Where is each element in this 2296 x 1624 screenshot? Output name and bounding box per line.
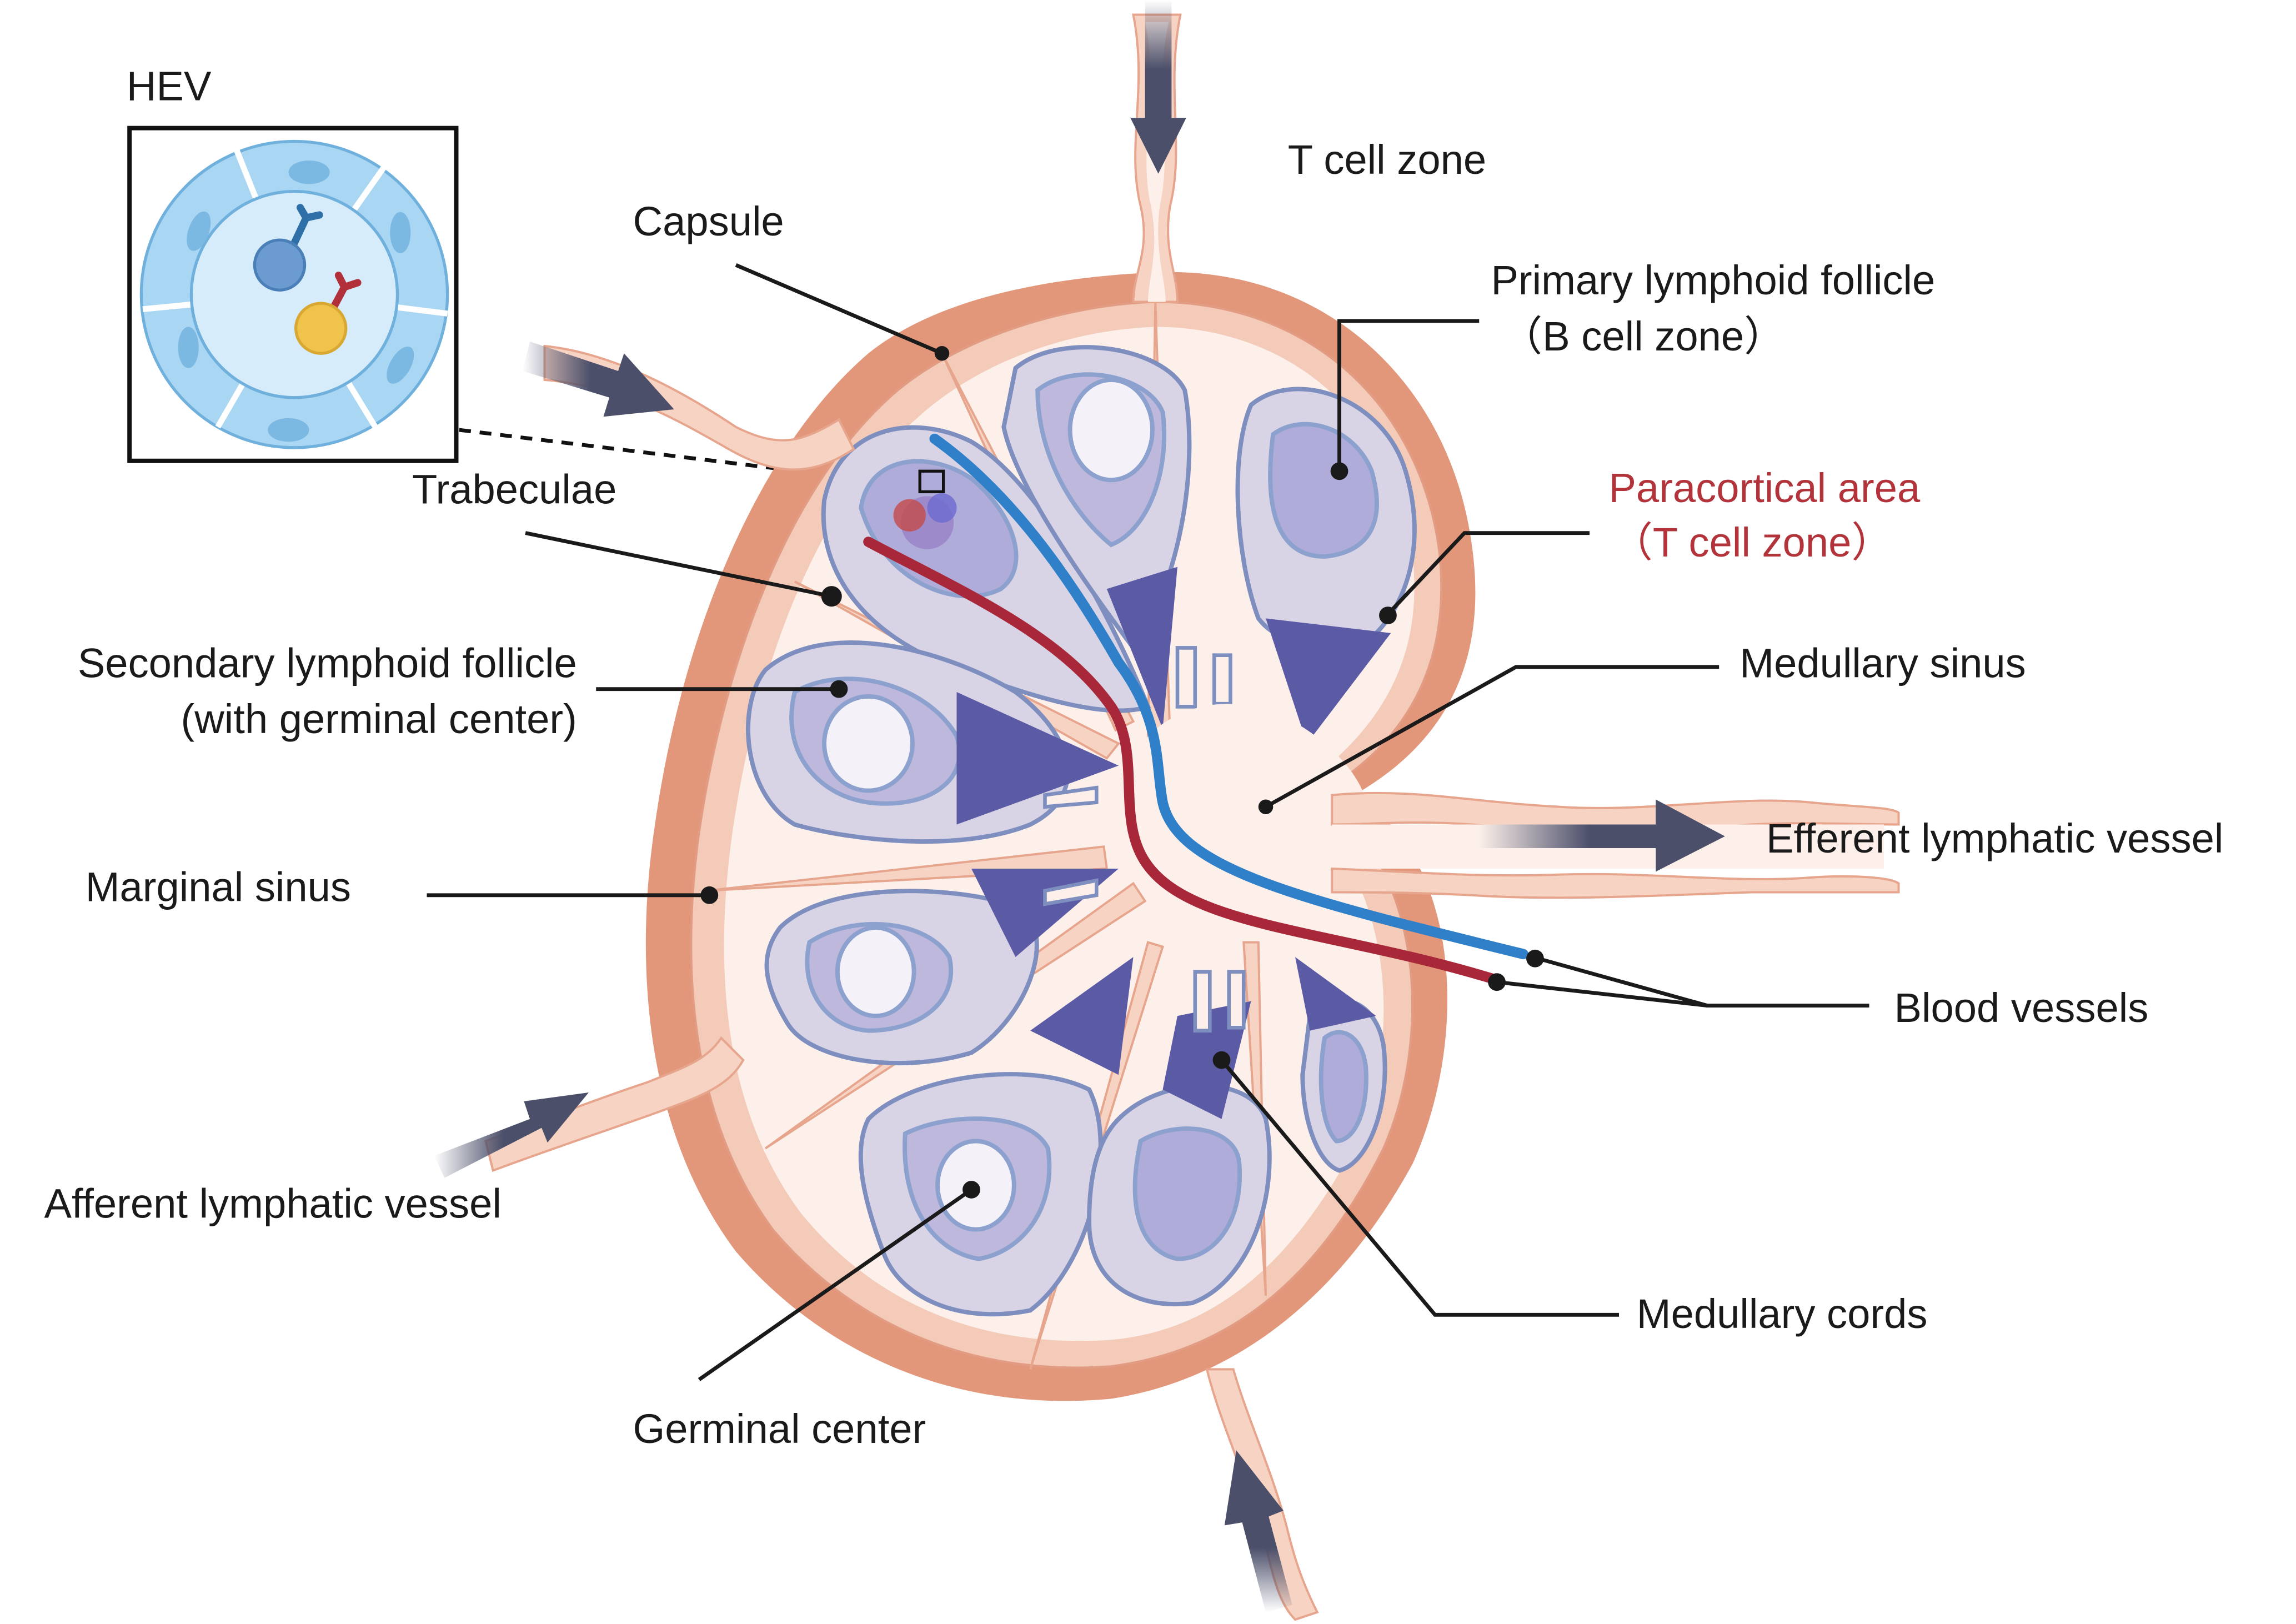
vein — [929, 433, 1529, 960]
afferent-vessel-top — [1130, 0, 1186, 303]
lymph-node — [645, 272, 1476, 1401]
lymphocyte-blue-icon — [253, 204, 323, 292]
artery — [863, 537, 1500, 985]
afferent-vessel-upper-left — [522, 342, 855, 471]
label-secondary-follicle-2: (with germinal center) — [181, 696, 577, 742]
endothelial-cell-icon — [139, 139, 449, 449]
hev-inset: HEV — [127, 63, 920, 488]
label-paracortical-2: （T cell zone） — [1612, 519, 1893, 565]
label-secondary-follicle-1: Secondary lymphoid follicle — [78, 640, 577, 686]
label-efferent-vessel: Efferent lymphatic vessel — [1766, 815, 2223, 861]
arrow-right-efferent-icon — [1479, 799, 1725, 872]
arrow-up-icon — [1224, 1450, 1292, 1612]
label-marginal-sinus: Marginal sinus — [86, 864, 351, 910]
label-trabeculae: Trabeculae — [412, 467, 616, 513]
follicles — [746, 345, 1417, 1317]
hev-zoom-connector — [459, 428, 920, 488]
label-capsule: Capsule — [633, 198, 784, 244]
leader-lines — [427, 263, 1869, 1381]
label-paracortical-1: Paracortical area — [1608, 465, 1921, 511]
medullary-sinus-shape — [1130, 704, 1370, 929]
label-medullary-cords: Medullary cords — [1637, 1291, 1928, 1337]
labels: T cell zone Capsule Primary lymphoid fol… — [44, 137, 2224, 1452]
efferent-vessel — [1331, 791, 1900, 899]
hev-capillary-tuft — [893, 493, 957, 549]
hev-title: HEV — [127, 63, 212, 109]
arrow-right-icon — [522, 342, 674, 417]
afferent-vessel-bottom — [1205, 1368, 1319, 1621]
blood-vessels — [863, 433, 1529, 985]
label-medullary-sinus: Medullary sinus — [1739, 640, 2026, 686]
label-afferent-vessel: Afferent lymphatic vessel — [44, 1180, 502, 1226]
label-t-cell-zone: T cell zone — [1288, 137, 1486, 183]
arrow-right-icon-2 — [434, 1092, 589, 1178]
label-germinal-center: Germinal center — [633, 1406, 926, 1452]
arrow-down-icon — [1130, 0, 1186, 174]
lymphocyte-yellow-icon — [294, 272, 362, 355]
label-primary-follicle-2: （B cell zone） — [1501, 313, 1785, 359]
label-blood-vessels: Blood vessels — [1894, 985, 2149, 1031]
hev-zoom-box — [918, 469, 945, 494]
afferent-vessel-lower-left — [434, 1036, 745, 1178]
label-primary-follicle-1: Primary lymphoid follicle — [1491, 257, 1935, 303]
